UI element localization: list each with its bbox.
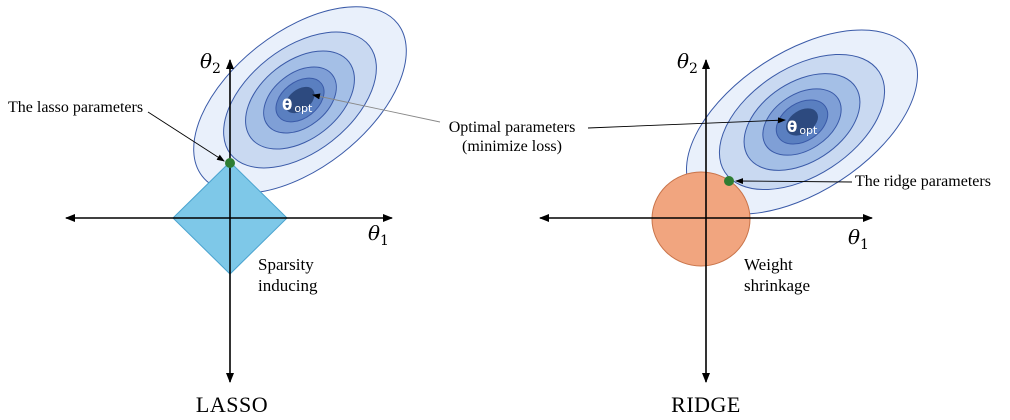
- ridge-constraint-disc: [651, 171, 751, 267]
- ridge-region-label-2: shrinkage: [744, 276, 810, 295]
- annotation-line-2: (minimize loss): [462, 138, 562, 155]
- lasso-y-axis-label: θ2: [200, 49, 221, 77]
- annotation-leader-ridge: [587, 117, 786, 129]
- annotation-line-1: Optimal parameters: [449, 119, 576, 136]
- ridge-y-axis-label: θ2: [677, 49, 698, 77]
- ridge-title: RIDGE: [671, 392, 741, 417]
- ridge-solution-point: [724, 176, 734, 186]
- ridge-contour-6: [786, 108, 818, 136]
- lasso-x-axis-label: θ1: [368, 221, 389, 249]
- ridge-point-leader: [735, 178, 853, 185]
- lasso-region-label-1: Sparsity: [258, 255, 314, 274]
- lasso-title: LASSO: [196, 392, 268, 417]
- annotation-leader-lasso: [312, 93, 441, 123]
- lasso-region-label-2: inducing: [258, 276, 318, 295]
- ridge-point-label: The ridge parameters: [855, 173, 991, 190]
- lasso-point-leader: [147, 111, 225, 162]
- ridge-loss-contours: [685, 29, 919, 215]
- lasso-loss-contours: [193, 6, 407, 194]
- lasso-contour-6: [285, 86, 315, 114]
- lasso-point-label: The lasso parameters: [8, 99, 143, 116]
- ridge-region-label-1: Weight: [744, 255, 793, 274]
- lasso-solution-point: [225, 158, 235, 168]
- optimal-parameters-annotation: Optimal parameters (minimize loss): [312, 93, 786, 155]
- ridge-x-axis-label: θ1: [848, 225, 869, 253]
